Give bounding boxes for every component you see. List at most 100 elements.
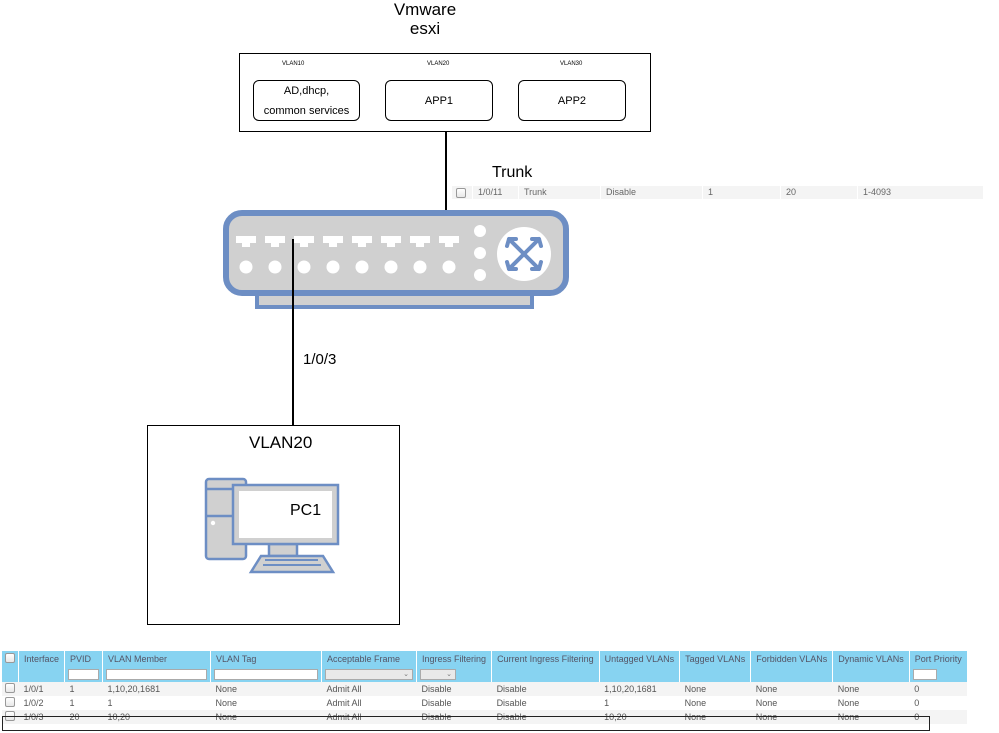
switch-port: [323, 236, 343, 247]
cell: Admit All: [321, 696, 417, 710]
pc-vlan-box: [147, 425, 400, 625]
switch-port-led: [239, 260, 253, 274]
cell: Admit All: [321, 682, 417, 696]
cell: Disable: [491, 682, 600, 696]
row-checkbox[interactable]: [5, 683, 15, 693]
table-row-highlighted[interactable]: 1/0/3 20 10,20 None Admit All Disable Di…: [2, 710, 968, 724]
switch-port: [294, 236, 314, 247]
switch-port: [439, 236, 459, 247]
column-header[interactable]: Current Ingress Filtering: [491, 651, 600, 666]
cell: 10,20: [599, 710, 680, 724]
column-header[interactable]: Untagged VLANs: [599, 651, 681, 666]
table-header-row: Interface PVID VLAN Member VLAN Tag Acce…: [2, 651, 968, 666]
trunk-native: 20: [780, 186, 857, 199]
cell: Disable: [491, 696, 600, 710]
host-title: Vmware esxi: [380, 0, 470, 38]
access-link: [292, 239, 294, 425]
monitor-stand: [267, 542, 299, 558]
vm-vlan-label: VLAN10: [282, 61, 305, 67]
switch-port: [352, 236, 372, 247]
vm-app2: APP2: [518, 80, 626, 121]
table-row[interactable]: 1/0/1 1 1,10,20,1681 None Admit All Disa…: [2, 682, 968, 696]
row-checkbox[interactable]: [456, 187, 466, 198]
cell: Disable: [416, 682, 492, 696]
switch-arrows-icon: [505, 237, 543, 271]
select-all-checkbox[interactable]: [5, 652, 15, 663]
vm-label: APP2: [557, 94, 587, 107]
column-header[interactable]: Tagged VLANs: [679, 651, 752, 666]
cell: Disable: [491, 710, 600, 724]
cell: 1/0/1: [18, 682, 65, 696]
cell: Disable: [416, 696, 492, 710]
row-checkbox-cell: [452, 186, 472, 199]
switch-port: [236, 236, 256, 247]
column-header[interactable]: Forbidden VLANs: [750, 651, 834, 666]
switch-ports: [236, 236, 459, 274]
acceptable-frame-filter-cell: ⌄: [321, 666, 418, 682]
row-checkbox[interactable]: [5, 711, 15, 721]
column-header[interactable]: PVID: [64, 651, 104, 666]
switch-port-led: [297, 260, 311, 274]
acceptable-frame-filter-select[interactable]: ⌄: [325, 668, 414, 680]
cell: None: [832, 682, 910, 696]
cell: None: [679, 682, 751, 696]
trunk-link: [445, 132, 447, 237]
switch-led: [474, 269, 486, 281]
cell: 0: [909, 696, 968, 710]
cell: None: [679, 696, 751, 710]
cell: None: [832, 710, 910, 724]
trunk-port-row: 1/0/11 Trunk Disable 1 20 1-4093: [452, 186, 983, 199]
vlan-tag-filter-input[interactable]: [214, 668, 319, 680]
column-header[interactable]: Dynamic VLANs: [832, 651, 910, 666]
trunk-ingress: Disable: [600, 186, 702, 199]
cell: None: [679, 710, 751, 724]
host-title-line1: Vmware: [393, 0, 457, 19]
cell: None: [750, 710, 833, 724]
pc-icon: [204, 477, 340, 574]
vm-label: APP1: [424, 94, 454, 107]
vm-ad-dhcp: AD,dhcp, common services: [253, 80, 360, 121]
trunk-mode: Trunk: [518, 186, 600, 199]
pc-label: PC1: [290, 502, 322, 519]
trunk-interface: 1/0/11: [472, 186, 518, 199]
filter-row: ⌄ ⌄: [2, 666, 968, 682]
cell: 1,10,20,1681: [599, 682, 680, 696]
trunk-allowed: 1-4093: [857, 186, 977, 199]
cell: 1: [64, 682, 103, 696]
column-header[interactable]: Acceptable Frame: [321, 651, 418, 666]
cell: 0: [909, 710, 968, 724]
switch-port-led: [326, 260, 340, 274]
cell: 10,20: [102, 710, 211, 724]
switch-port-led: [384, 260, 398, 274]
column-header[interactable]: VLAN Member: [102, 651, 212, 666]
vlan-tag-filter-cell: [210, 666, 323, 682]
switch-led: [474, 247, 486, 259]
vlan-member-filter-input[interactable]: [106, 668, 208, 680]
vlan-port-table: Interface PVID VLAN Member VLAN Tag Acce…: [2, 651, 968, 724]
table-row[interactable]: 1/0/2 1 1 None Admit All Disable Disable…: [2, 696, 968, 710]
cell: 0: [909, 682, 968, 696]
cell: Disable: [416, 710, 492, 724]
column-header[interactable]: Ingress Filtering: [416, 651, 493, 666]
pvid-filter-input[interactable]: [68, 668, 100, 680]
cell: Admit All: [321, 710, 417, 724]
column-header[interactable]: Interface: [18, 651, 66, 666]
trunk-label: Trunk: [492, 164, 533, 181]
vm-app1: APP1: [385, 80, 493, 121]
select-all-cell: [2, 651, 19, 666]
port-priority-filter-input[interactable]: [912, 668, 937, 680]
cell: 1/0/3: [18, 710, 65, 724]
row-checkbox[interactable]: [5, 697, 15, 707]
column-header[interactable]: Port Priority: [909, 651, 968, 666]
port-priority-filter-cell: [909, 666, 968, 682]
vm-label-line2: common services: [263, 104, 350, 117]
cell: 1/0/2: [18, 696, 65, 710]
access-port-label: 1/0/3: [303, 351, 337, 368]
switch-port: [265, 236, 285, 247]
trunk-pvid: 1: [702, 186, 780, 199]
cell: None: [750, 682, 833, 696]
column-header[interactable]: VLAN Tag: [210, 651, 323, 666]
switch-port: [381, 236, 401, 247]
cell: None: [750, 696, 833, 710]
ingress-filtering-filter-select[interactable]: ⌄: [420, 668, 457, 680]
